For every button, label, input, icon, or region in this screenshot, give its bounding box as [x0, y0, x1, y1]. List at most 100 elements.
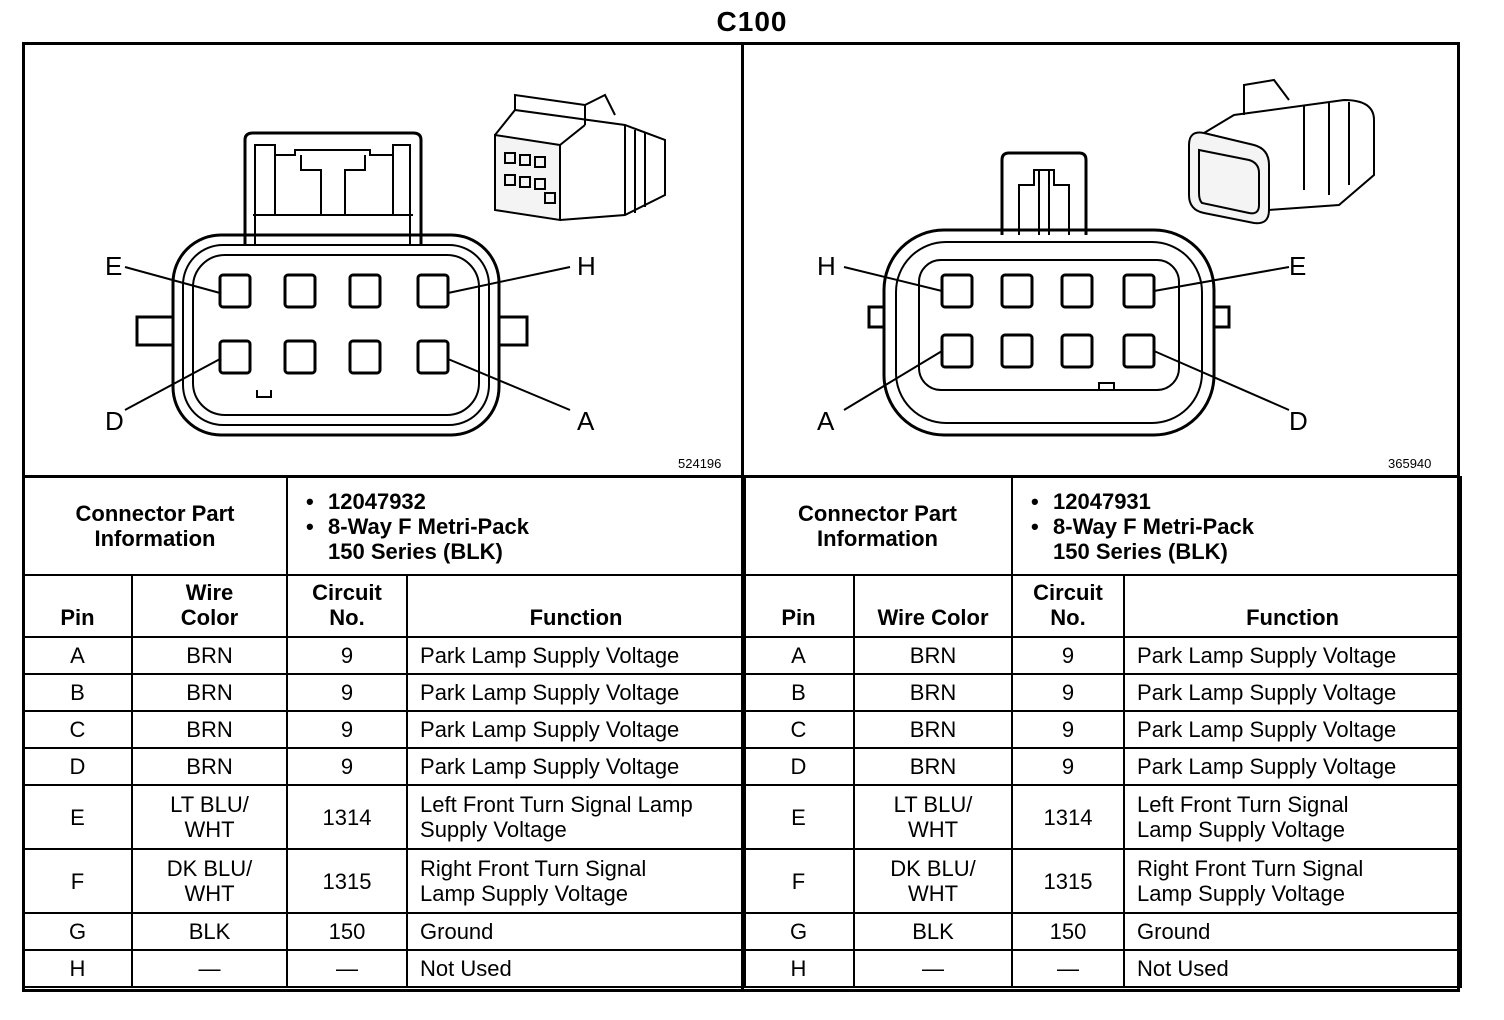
function-cell: Ground: [406, 912, 747, 951]
pin-cell: D: [22, 747, 133, 786]
wire-color-cell: —: [852, 949, 1014, 988]
circuit-cell: 9: [1011, 673, 1126, 712]
circuit-cell: 1315: [286, 848, 409, 914]
pin-label-d: D: [1289, 406, 1308, 436]
function-cell: Park Lamp Supply Voltage: [1123, 747, 1463, 786]
circuit-cell: 9: [1011, 710, 1126, 749]
pin-label-e: E: [1289, 251, 1306, 281]
header-function: Function: [406, 574, 747, 638]
pin-cell: E: [742, 784, 855, 850]
connector-part-info-label: Connector Part Information: [21, 476, 289, 576]
header-wire-color: Wire Color: [852, 574, 1014, 638]
circuit-cell: 1314: [286, 784, 409, 850]
diagram-title: C100: [716, 6, 788, 37]
connector-part-info-label: Connector Part Information: [741, 476, 1014, 576]
left-connector-diagram: E H D A: [105, 93, 666, 437]
pin-label-e: E: [105, 251, 122, 281]
header-circuit-no: Circuit No.: [286, 574, 409, 638]
left-pinout-table: Connector Part Information 12047932 8-Wa…: [21, 476, 747, 988]
function-cell: Park Lamp Supply Voltage: [406, 710, 747, 749]
wire-color-cell: BRN: [130, 710, 289, 749]
wire-color-cell: BRN: [852, 673, 1014, 712]
circuit-cell: 150: [286, 912, 409, 951]
pin-cell: B: [22, 673, 133, 712]
left-ref-number: 524196: [678, 456, 722, 471]
wire-color-cell: LT BLU/ WHT: [852, 784, 1014, 850]
circuit-cell: 9: [286, 710, 409, 749]
circuit-cell: 150: [1011, 912, 1126, 951]
wire-color-cell: LT BLU/ WHT: [130, 784, 289, 850]
pin-label-a: A: [817, 406, 835, 436]
table-row: H——Not Used: [742, 949, 1463, 988]
header-function: Function: [1123, 574, 1463, 638]
connector-part-details: 12047932 8-Way F Metri-Pack 150 Series (…: [286, 476, 747, 576]
pin-cell: D: [742, 747, 855, 786]
header-wire-color: Wire Color: [130, 574, 289, 638]
pin-cell: C: [22, 710, 133, 749]
pin-label-h: H: [817, 251, 836, 281]
wire-color-cell: DK BLU/ WHT: [852, 848, 1014, 914]
pin-cell: G: [22, 912, 133, 951]
pin-cell: B: [742, 673, 855, 712]
function-cell: Park Lamp Supply Voltage: [406, 747, 747, 786]
function-cell: Park Lamp Supply Voltage: [1123, 710, 1463, 749]
right-connector-3d-illustration: [1188, 78, 1375, 225]
wire-color-cell: BRN: [852, 636, 1014, 675]
pin-cell: F: [22, 848, 133, 914]
wire-color-cell: BLK: [130, 912, 289, 951]
wire-color-cell: BRN: [130, 747, 289, 786]
pin-label-h: H: [577, 251, 596, 281]
pin-label-d: D: [105, 406, 124, 436]
function-cell: Park Lamp Supply Voltage: [406, 673, 747, 712]
circuit-cell: 1315: [1011, 848, 1126, 914]
pin-cell: A: [742, 636, 855, 675]
connector-part-details: 12047931 8-Way F Metri-Pack 150 Series (…: [1011, 476, 1463, 576]
header-pin: Pin: [22, 574, 133, 638]
wire-color-cell: BRN: [852, 747, 1014, 786]
part-description: 8-Way F Metri-Pack 150 Series (BLK): [1031, 514, 1460, 564]
right-connector-diagram: H E A D: [817, 78, 1375, 437]
header-circuit-no: Circuit No.: [1011, 574, 1126, 638]
pin-cell: C: [742, 710, 855, 749]
pin-cell: F: [742, 848, 855, 914]
part-number: 12047931: [1031, 489, 1460, 514]
pin-cell: A: [22, 636, 133, 675]
circuit-cell: 9: [1011, 636, 1126, 675]
function-cell: Not Used: [406, 949, 747, 988]
part-description: 8-Way F Metri-Pack 150 Series (BLK): [306, 514, 744, 564]
left-connector-3d-illustration: [494, 93, 666, 222]
pin-cell: H: [742, 949, 855, 988]
function-cell: Right Front Turn Signal Lamp Supply Volt…: [1123, 848, 1463, 914]
function-cell: Park Lamp Supply Voltage: [1123, 636, 1463, 675]
circuit-cell: 1314: [1011, 784, 1126, 850]
circuit-cell: —: [286, 949, 409, 988]
table-row: H——Not Used: [22, 949, 747, 988]
wire-color-cell: BLK: [852, 912, 1014, 951]
wire-color-cell: BRN: [852, 710, 1014, 749]
wire-color-cell: BRN: [130, 636, 289, 675]
wire-color-cell: —: [130, 949, 289, 988]
pin-cell: G: [742, 912, 855, 951]
function-cell: Left Front Turn Signal Lamp Supply Volta…: [406, 784, 747, 850]
circuit-cell: 9: [286, 747, 409, 786]
right-pinout-table: Connector Part Information 12047931 8-Wa…: [741, 476, 1463, 988]
function-cell: Park Lamp Supply Voltage: [1123, 673, 1463, 712]
pin-label-a: A: [577, 406, 595, 436]
circuit-cell: 9: [286, 673, 409, 712]
wire-color-cell: DK BLU/ WHT: [130, 848, 289, 914]
pin-cell: E: [22, 784, 133, 850]
function-cell: Left Front Turn Signal Lamp Supply Volta…: [1123, 784, 1463, 850]
